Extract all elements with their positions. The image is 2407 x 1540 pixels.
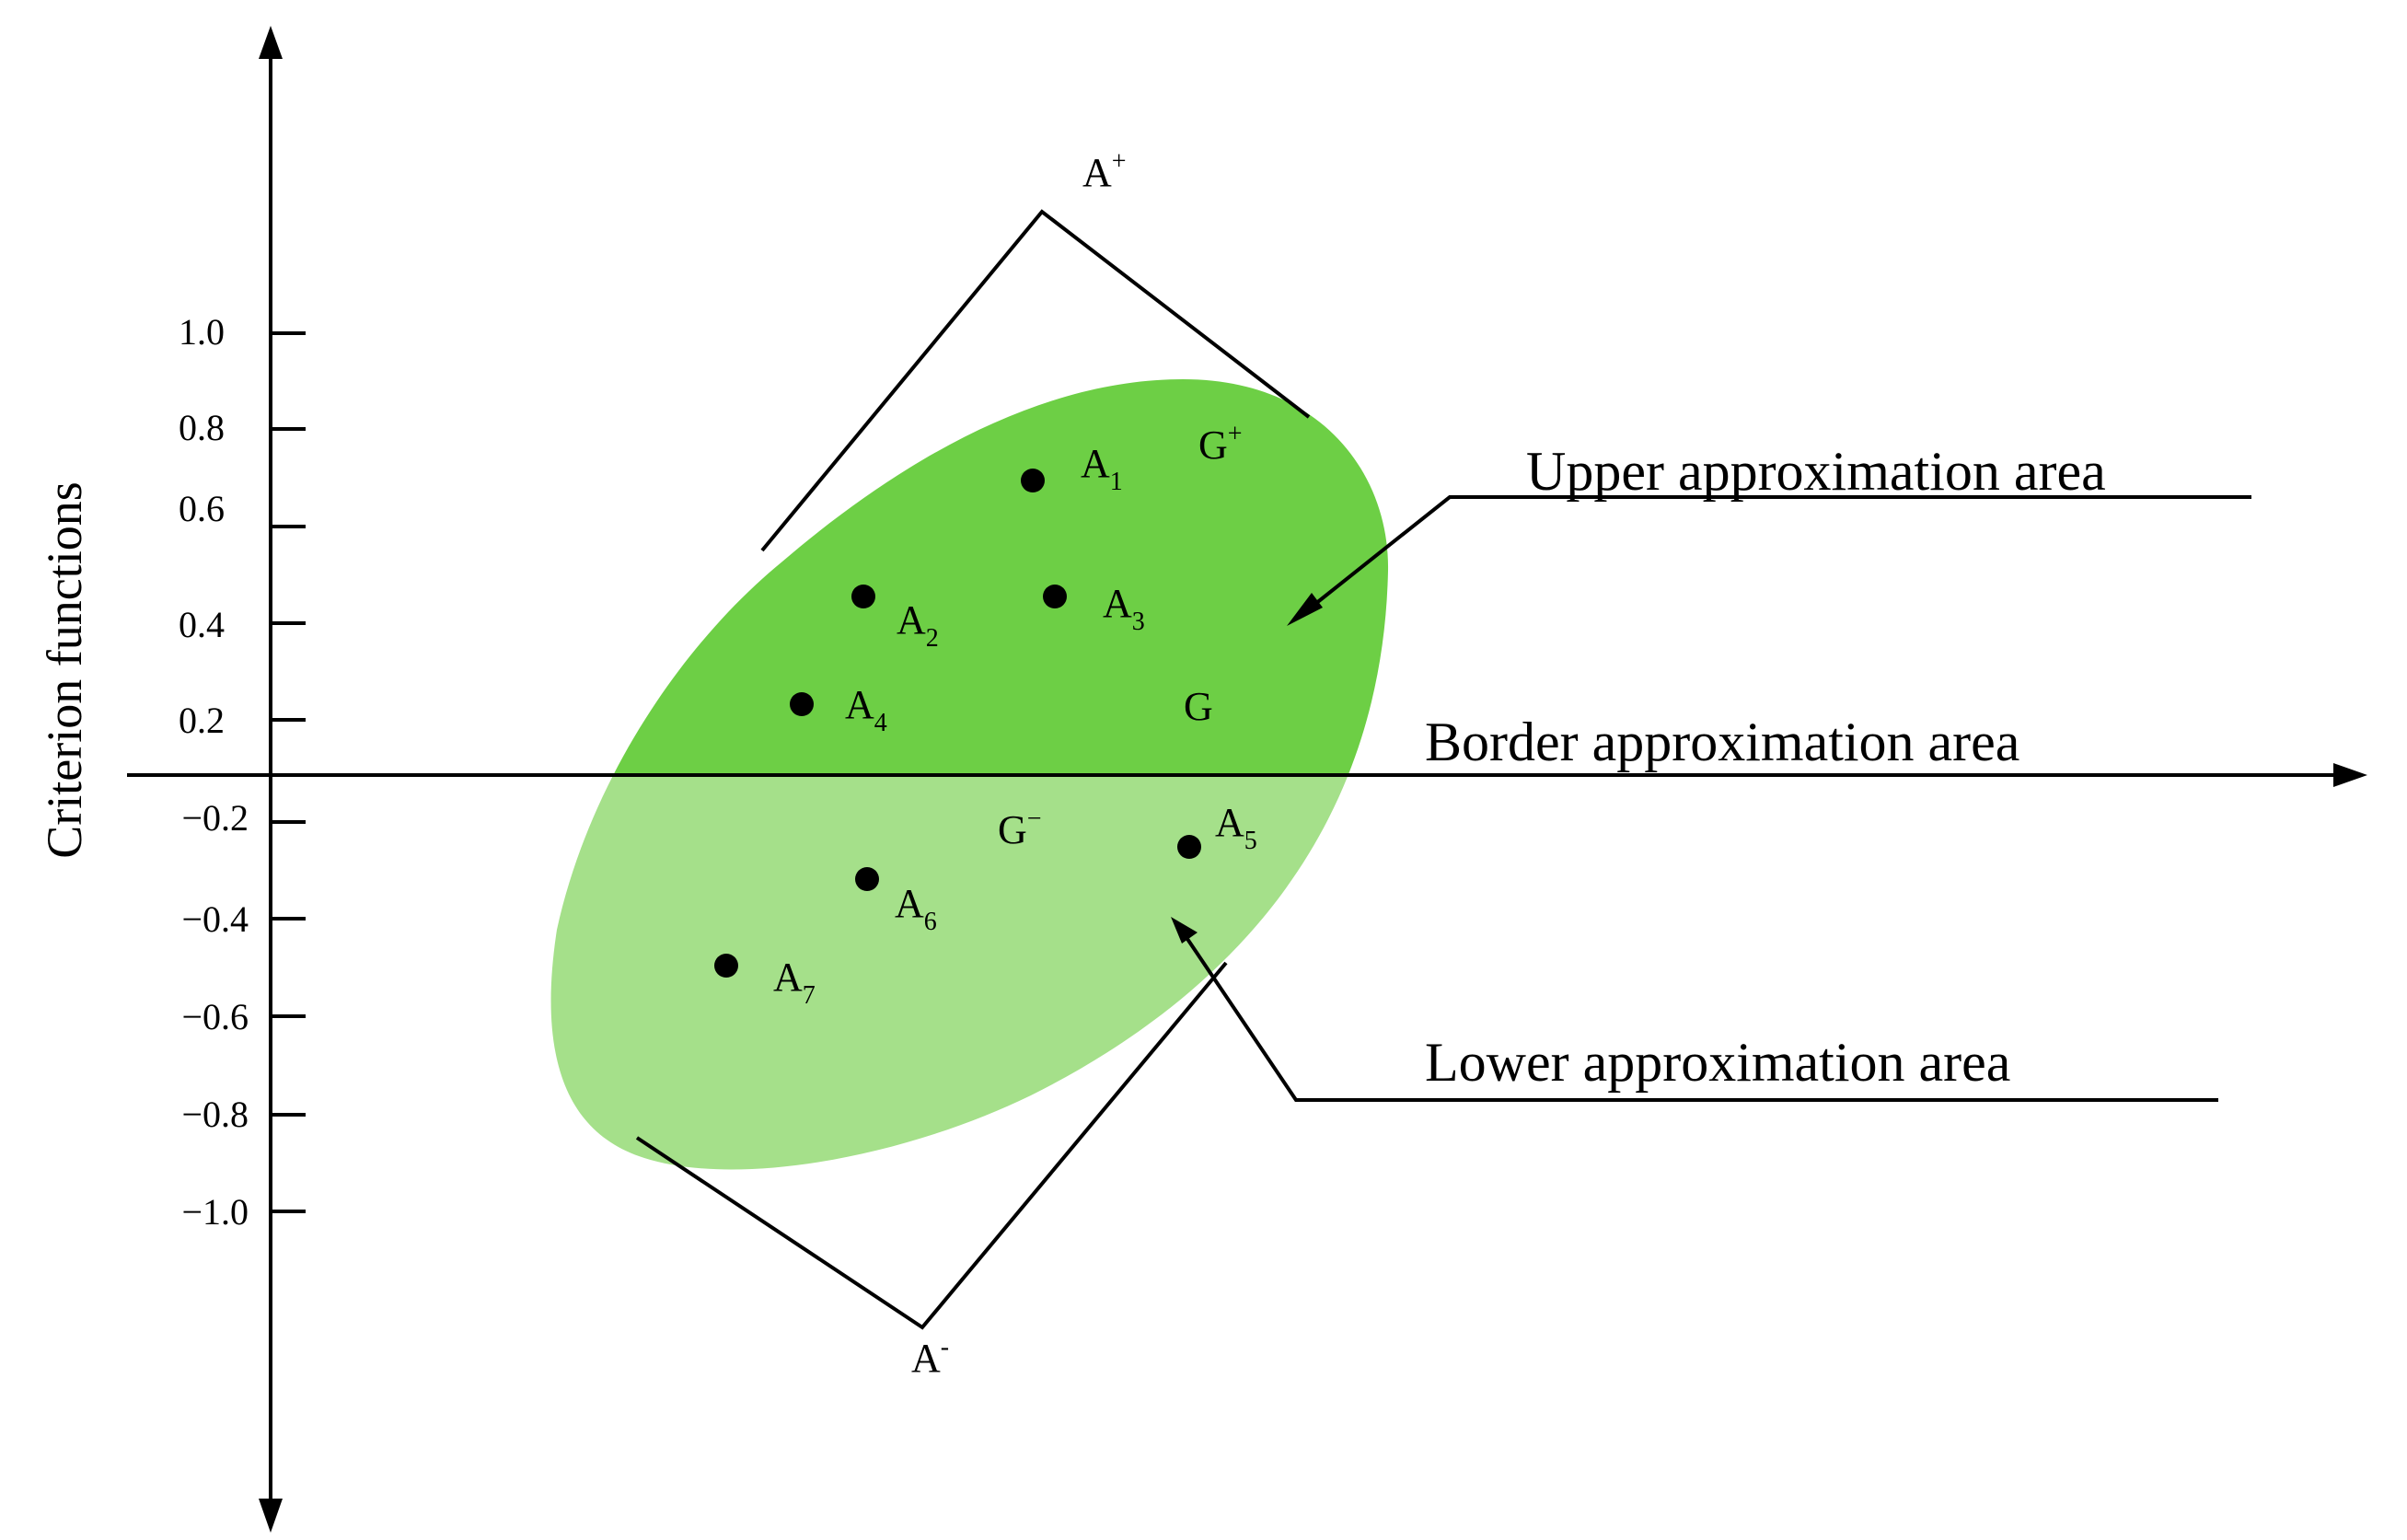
y-tick-label: −1.0 — [181, 1191, 249, 1233]
alternative-point-a1 — [1021, 469, 1045, 492]
alternative-label-a1: A1 — [1081, 441, 1123, 496]
alternative-point-a4 — [790, 692, 814, 716]
y-tick-label: −0.6 — [181, 996, 249, 1037]
y-tick-label: −0.4 — [181, 898, 249, 940]
upper-annotation-leader — [1309, 495, 2251, 609]
alternative-point-a3 — [1043, 585, 1067, 608]
y-tick-label: 0.8 — [179, 407, 225, 448]
alternative-label-a5: A5 — [1215, 800, 1257, 855]
y-tick-label: −0.2 — [181, 797, 249, 839]
g-minus-label: G− — [998, 805, 1042, 852]
upper-approximation-label: Upper approximation area — [1526, 441, 2106, 502]
alternative-point-a7 — [714, 954, 738, 978]
y-tick-label: 0.6 — [179, 488, 225, 529]
g-plus-label: G+ — [1198, 420, 1243, 468]
alternative-label-a3: A3 — [1103, 581, 1145, 636]
alternative-label-a6: A6 — [895, 881, 937, 936]
y-axis-title: Criterion functions — [37, 481, 92, 858]
alternative-point-a5 — [1177, 835, 1201, 859]
upper-annotation-arrow-icon — [1287, 593, 1323, 626]
lower-approximation-label: Lower approximation area — [1425, 1032, 2010, 1093]
y-axis-arrow-up-icon — [259, 26, 283, 59]
alternative-label-a4: A4 — [845, 682, 887, 737]
y-tick-label: 0.4 — [179, 604, 225, 645]
y-tick-label: 0.2 — [179, 700, 225, 741]
y-axis-arrow-down-icon — [259, 1499, 283, 1533]
alternative-point-a6 — [855, 867, 879, 891]
lower-annotation-leader — [1186, 937, 2218, 1102]
g-label: G — [1184, 684, 1213, 729]
alternative-label-a2: A2 — [897, 597, 939, 653]
alternative-point-a2 — [851, 585, 875, 608]
anti-ideal-solution-label: A- — [911, 1333, 949, 1381]
border-axis-arrow-right-icon — [2333, 763, 2367, 787]
ideal-solution-label: A+ — [1082, 147, 1127, 195]
y-tick-label: −0.8 — [181, 1094, 249, 1135]
lower-annotation-arrow-icon — [1171, 917, 1198, 944]
alternative-label-a7: A7 — [773, 955, 816, 1010]
anti-ideal-boundary-lines — [635, 961, 1228, 1330]
y-tick-label: 1.0 — [179, 311, 225, 353]
border-approximation-label: Border approximation area — [1425, 712, 2019, 772]
ideal-boundary-lines — [760, 209, 1311, 552]
